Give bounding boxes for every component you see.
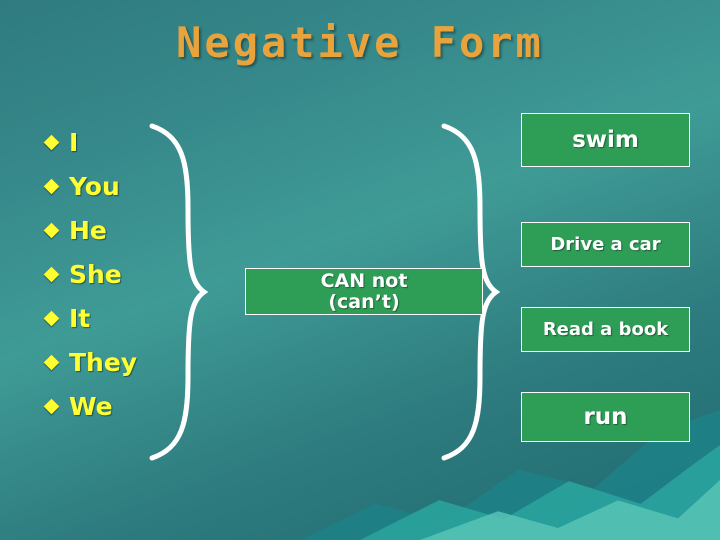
- diamond-bullet-icon: [43, 222, 60, 238]
- list-item: He: [43, 208, 246, 252]
- list-item: I: [43, 120, 246, 164]
- can-not-box: CAN not (can’t): [245, 268, 483, 315]
- list-item: You: [43, 164, 246, 208]
- list-item: It: [43, 296, 246, 340]
- pronoun-label: We: [69, 391, 113, 421]
- page-title: Negative Form: [176, 18, 544, 67]
- list-item: She: [43, 252, 246, 296]
- list-item: They: [43, 340, 246, 384]
- diamond-bullet-icon: [43, 398, 60, 414]
- pronoun-label: It: [69, 303, 91, 333]
- pronoun-label: I: [69, 127, 79, 157]
- diamond-bullet-icon: [43, 134, 60, 150]
- action-box-run: run: [521, 392, 690, 442]
- pronoun-label: He: [69, 215, 107, 245]
- action-box-swim: swim: [521, 113, 690, 167]
- pronoun-label: She: [69, 259, 122, 289]
- list-item: We: [43, 384, 246, 428]
- action-box-drive-a-car: Drive a car: [521, 222, 690, 267]
- left-curly-brace-icon: [149, 123, 208, 461]
- diamond-bullet-icon: [43, 266, 60, 282]
- right-curly-brace-icon: [441, 123, 500, 461]
- pronoun-list: I You He She It They We: [43, 120, 246, 428]
- diamond-bullet-icon: [43, 178, 60, 194]
- can-not-line-1: CAN not: [320, 269, 408, 292]
- can-not-line-2: (can’t): [328, 290, 400, 313]
- diamond-bullet-icon: [43, 354, 60, 370]
- diamond-bullet-icon: [43, 310, 60, 326]
- pronoun-label: You: [69, 171, 120, 201]
- pronoun-label: They: [69, 347, 138, 377]
- action-box-read-a-book: Read a book: [521, 307, 690, 352]
